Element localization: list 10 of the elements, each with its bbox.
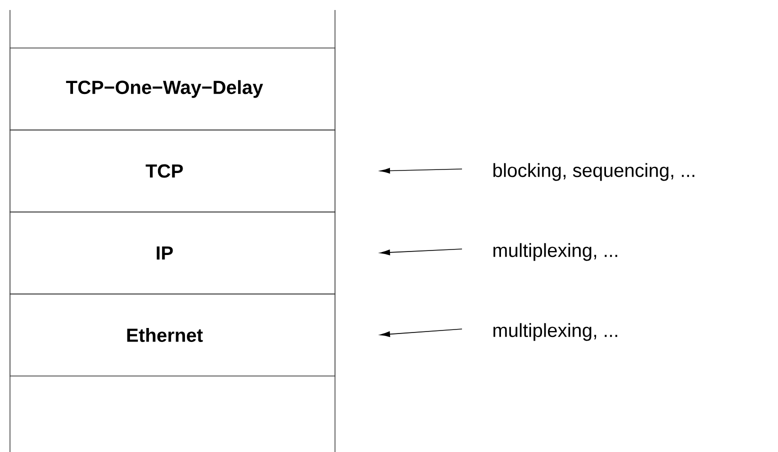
layer-box: IP <box>10 212 336 294</box>
arrow <box>380 328 462 337</box>
layer-box: TCP <box>10 130 336 212</box>
arrow <box>380 248 462 256</box>
annotation-text: multiplexing, ... <box>493 243 618 261</box>
annotation-text: multiplexing, ... <box>493 323 618 341</box>
arrow <box>380 168 462 174</box>
annotation-text: blocking, sequencing, ... <box>493 163 694 181</box>
layer-box: TCP−One−Way−Delay <box>10 48 336 130</box>
layer-box: Ethernet <box>10 294 336 376</box>
